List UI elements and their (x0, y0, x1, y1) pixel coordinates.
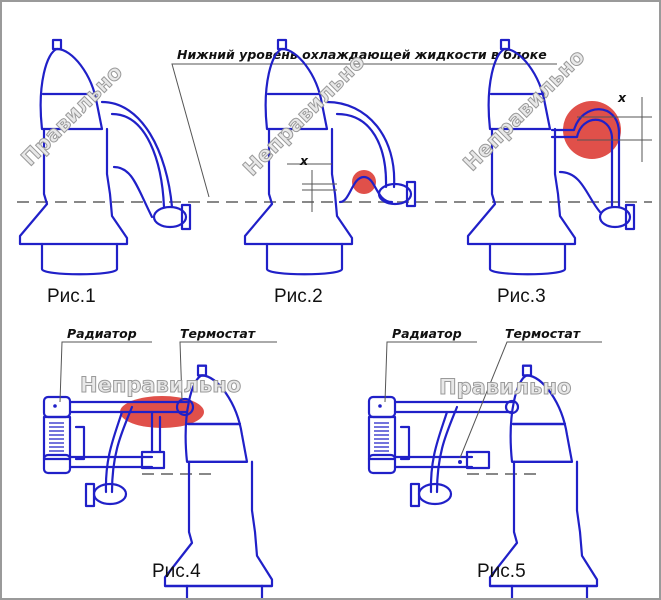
problem-highlight (352, 170, 376, 194)
coolant-level-leader (171, 63, 557, 198)
figure-4-verdict: Неправильно (80, 373, 241, 397)
thermostat (175, 397, 195, 417)
lower-hose (112, 165, 154, 219)
thermostat (458, 460, 462, 464)
figure-2: x Рис.2 Неправильно (238, 38, 417, 307)
dimension-x-label: x (299, 153, 309, 168)
problem-highlight (563, 101, 621, 159)
figure-3-caption: Рис.3 (497, 286, 546, 307)
upper-hose (100, 100, 174, 209)
radiator (367, 395, 411, 475)
figure-5-caption: Рис.5 (477, 561, 526, 582)
figure-4-caption: Рис.4 (152, 561, 201, 582)
figure-5-verdict: Правильно (439, 375, 571, 399)
dimension-x-label: x (617, 90, 627, 105)
radiator (42, 395, 86, 475)
raised-hose (550, 118, 614, 209)
figure-2-caption: Рис.2 (274, 286, 323, 307)
figure-1-verdict: Правильно (17, 60, 128, 171)
thermostat-label: Термостат (180, 326, 256, 341)
figure-3: x Рис.3 Неправильно (458, 38, 652, 307)
figure-1: Рис.1 Правильно (16, 38, 192, 307)
coolant-level-label: Нижний уровень охлаждающей жидкости в бл… (177, 47, 547, 62)
figure-5: Радиатор Термостат Рис.5 Правильно (367, 326, 602, 598)
upper-radiator-hose (68, 400, 189, 414)
thermostat-label: Термостат (505, 326, 581, 341)
upper-radiator-hose (393, 400, 514, 414)
radiator-label: Радиатор (392, 326, 462, 341)
radiator-label: Радиатор (67, 326, 137, 341)
thermostat-housing (152, 205, 188, 229)
hose-loop (338, 175, 394, 204)
figure-4: Радиатор Термостат Рис.4 Неправильно (42, 326, 277, 598)
figure-1-caption: Рис.1 (47, 286, 96, 307)
